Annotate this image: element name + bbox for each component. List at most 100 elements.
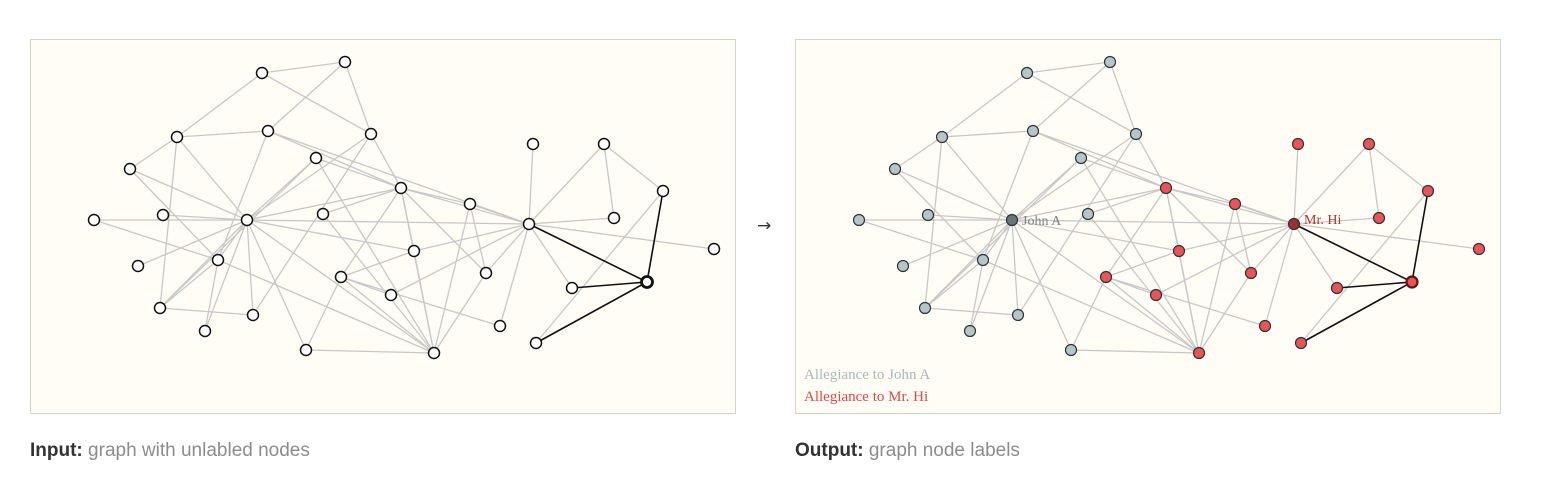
graph-edge (1011, 219, 1180, 252)
graph-edge (894, 168, 984, 261)
graph-edge (528, 223, 573, 289)
graph-node (261, 124, 275, 138)
graph-node (896, 259, 910, 273)
graph-edge (340, 250, 415, 278)
graph-edge (528, 223, 715, 250)
arrow-icon: → (757, 216, 772, 236)
graph-node (1362, 137, 1376, 151)
graph-edge (1011, 219, 1295, 225)
graph-node (707, 242, 721, 256)
graph-node (384, 288, 398, 302)
graph-edge (305, 349, 435, 354)
graph-edge (176, 136, 248, 221)
graph-node (935, 130, 949, 144)
graph-node (479, 266, 493, 280)
graph-edge (924, 157, 1082, 309)
graph-node (526, 137, 540, 151)
graph-edge (159, 157, 317, 309)
output-caption: Output: graph node labels (795, 440, 1020, 462)
input-graph-panel (30, 39, 736, 414)
graph-edge (469, 203, 487, 274)
graph-node (1472, 242, 1486, 256)
graph-edge (159, 307, 254, 316)
graph-edge (315, 157, 435, 354)
mr-hi-label: Mr. Hi (1304, 213, 1341, 228)
graph-edge (129, 168, 248, 221)
graph-edge (204, 259, 219, 332)
graph-node (364, 127, 378, 141)
graph-node (1291, 137, 1305, 151)
graph-node (1020, 66, 1034, 80)
graph-edge (603, 143, 664, 192)
graph-edge (1264, 223, 1295, 327)
graph-edge (528, 217, 615, 225)
graph-node (123, 162, 137, 176)
graph-node (246, 308, 260, 322)
graph-edge (159, 259, 219, 309)
graph-node (1064, 343, 1078, 357)
graph-edge (1011, 219, 1200, 354)
graph-node (170, 130, 184, 144)
graph-node (597, 137, 611, 151)
graph-node (607, 211, 621, 225)
graph-edge (924, 259, 984, 309)
input-caption-label: Input: (30, 440, 83, 461)
graph-edge (1017, 133, 1137, 316)
graph-node (316, 207, 330, 221)
graph-edge (400, 187, 487, 274)
highlight-edge (646, 190, 664, 283)
graph-edge (1070, 349, 1200, 354)
graph-node (1129, 127, 1143, 141)
graph-edge (252, 133, 372, 316)
graph-edge (267, 130, 402, 189)
graph-edge (344, 61, 372, 135)
graph-node (255, 66, 269, 80)
graph-node (407, 244, 421, 258)
graph-node (565, 281, 579, 295)
selected-node (640, 275, 654, 289)
graph-edge (485, 223, 530, 274)
graph-node (299, 343, 313, 357)
graph-edge (176, 130, 269, 138)
graph-node (963, 324, 977, 338)
graph-edge (340, 276, 435, 354)
graph-edge (162, 214, 248, 221)
input-caption: Input: graph with unlabled nodes (30, 440, 310, 462)
input-caption-text: graph with unlabled nodes (82, 440, 310, 461)
graph-node (1026, 124, 1040, 138)
graph-edge (1198, 272, 1252, 354)
graph-edge (927, 214, 1013, 221)
graph-edge (370, 133, 402, 189)
graph-edge (1293, 143, 1299, 225)
graph-edge (969, 259, 984, 332)
graph-edge (1011, 133, 1137, 221)
graph-node (1372, 211, 1386, 225)
graph-edge (1234, 203, 1252, 274)
graph-edge (1070, 276, 1107, 351)
highlight-edge (1293, 223, 1413, 283)
graph-edge (267, 130, 530, 225)
graph-edge (217, 130, 269, 261)
graph-edge (1080, 157, 1167, 189)
graph-edge (902, 219, 1013, 267)
graph-edge (1026, 61, 1111, 74)
graph-node (131, 259, 145, 273)
graph-edge (246, 133, 372, 221)
highlight-edge (571, 281, 648, 289)
graph-edge (1165, 187, 1252, 274)
graph-node (1192, 346, 1206, 360)
graph-edge (322, 187, 402, 215)
graph-node (338, 55, 352, 69)
graph-edge (413, 223, 530, 252)
selected-node (1405, 275, 1419, 289)
graph-node (493, 319, 507, 333)
graph-edge (390, 223, 530, 296)
graph-edge (924, 307, 1019, 316)
graph-node (334, 270, 348, 284)
graph-node (529, 336, 543, 350)
graph-node (1172, 244, 1186, 258)
graph-edge (1109, 61, 1137, 135)
graph-edge (176, 72, 263, 138)
graph-edge (129, 136, 178, 170)
graph-edge (1178, 223, 1295, 252)
